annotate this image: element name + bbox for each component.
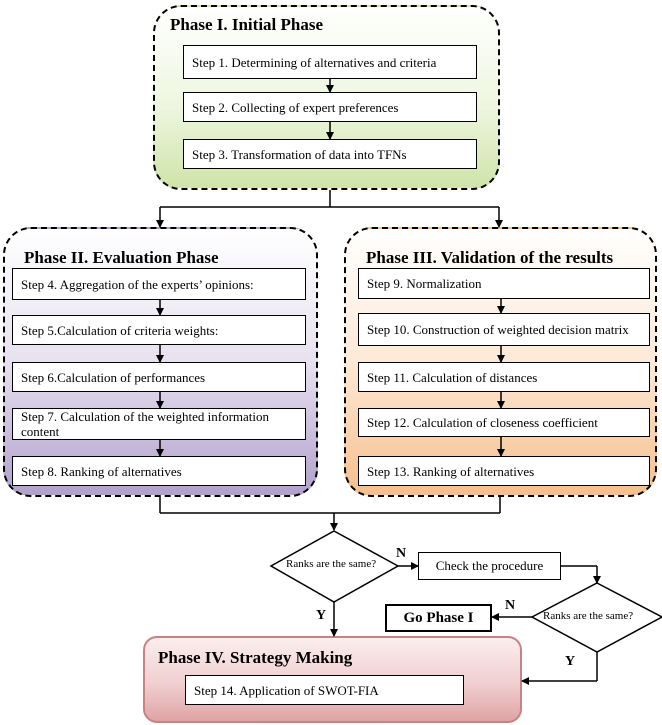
decision2-text: Ranks are the same? [543,610,634,622]
step8-box: Step 8. Ranking of alternatives [12,456,306,486]
step9-box: Step 9. Normalization [358,268,650,299]
decision1-no-label: N [396,546,407,561]
step1-box: Step 1. Determining of alternatives and … [183,45,477,79]
decision1-yes-label: Y [316,608,327,623]
go-phase-box: Go Phase I [385,604,492,632]
decision2-yes-label: Y [565,654,576,669]
step12-box: Step 12. Calculation of closeness coeffi… [358,408,650,437]
decision2-diamond [530,582,662,653]
step11-box: Step 11. Calculation of distances [358,362,650,392]
decision2-no-label: N [505,598,516,613]
phase2-title: Phase II. Evaluation Phase [24,248,219,267]
step4-box: Step 4. Aggregation of the experts’ opin… [12,268,306,300]
phase1-title: Phase I. Initial Phase [170,15,324,34]
step14-box: Step 14. Application of SWOT-FIA [185,675,464,705]
step3-box: Step 3. Transformation of data into TFNs [183,139,477,169]
step13-box: Step 13. Ranking of alternatives [358,456,650,486]
decision1-text: Ranks are the same? [286,558,377,570]
phase3-title: Phase III. Validation of the results [366,248,614,267]
step2-box: Step 2. Collecting of expert preferences [183,92,477,122]
phase4-title: Phase IV. Strategy Making [158,648,353,667]
step7-box: Step 7. Calculation of the weighted info… [12,408,306,440]
step10-box: Step 10. Construction of weighted decisi… [358,313,650,346]
check-procedure-box: Check the procedure [418,552,561,580]
step5-box: Step 5.Calculation of criteria weights: [12,315,306,345]
decision1-diamond [269,530,400,603]
step6-box: Step 6.Calculation of performances [12,362,306,392]
